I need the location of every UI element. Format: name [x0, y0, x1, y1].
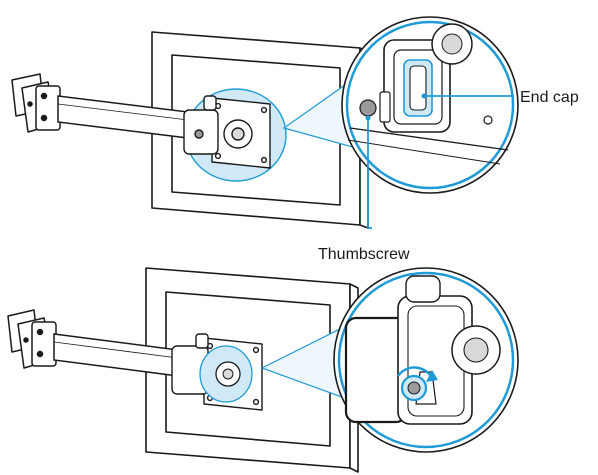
detail-zoom-top: [341, 16, 519, 194]
wall-clamp-bottom: [7, 309, 57, 369]
end-cap-callout: End cap: [421, 89, 579, 106]
vesa-mount-top: [183, 95, 271, 169]
thumbscrew-label: Thumbscrew: [318, 246, 410, 263]
end-cap-label: End cap: [520, 89, 579, 106]
detail-zoom-bottom: [333, 267, 519, 453]
thumbscrew-callout: Thumbscrew: [318, 115, 410, 263]
step-2-illustration: [7, 267, 519, 473]
step-1-illustration: End cap Thumbscrew: [11, 16, 579, 263]
mount-hub-inner-bottom: [222, 368, 234, 380]
wall-clamp-top: [11, 73, 61, 133]
